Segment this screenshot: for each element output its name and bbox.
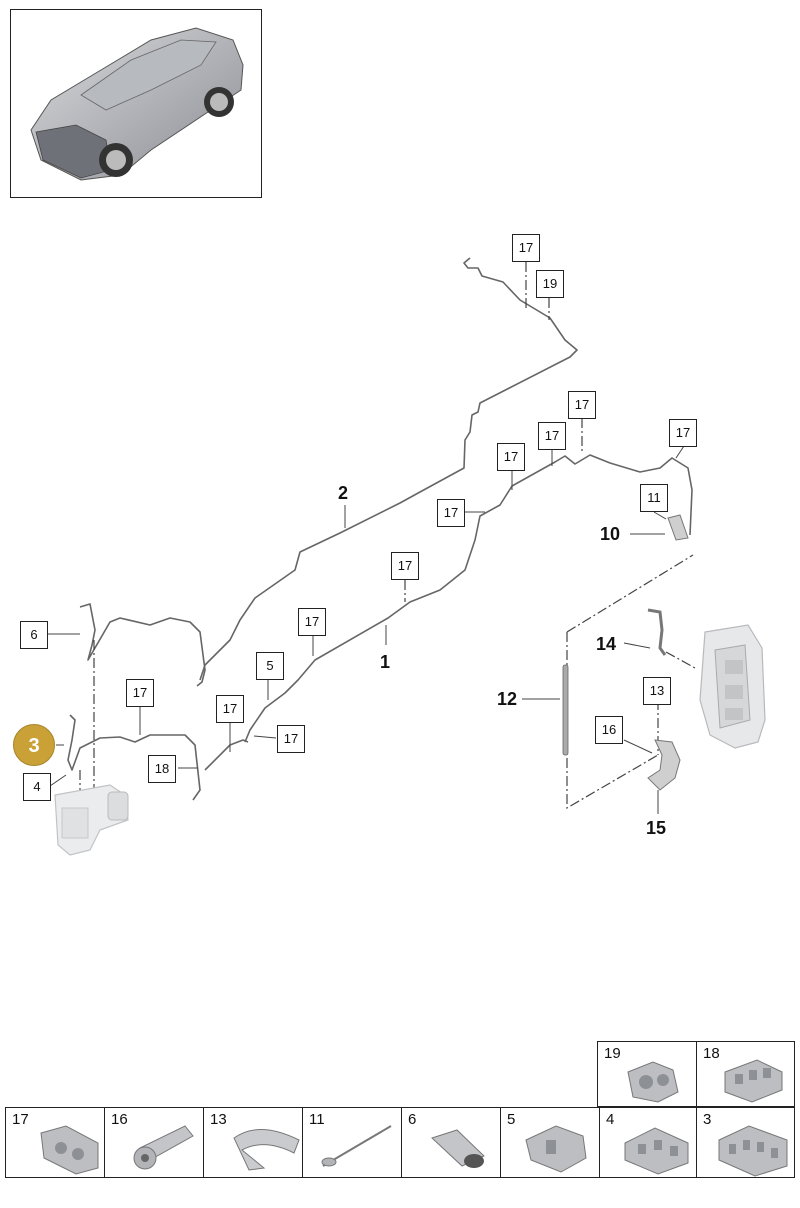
legend-part-19[interactable]: 19: [597, 1041, 697, 1107]
brake-hose-14: [647, 608, 667, 656]
clip-13-icon: [233, 1129, 300, 1171]
bracket-10: [667, 514, 689, 541]
callout-17-l2: 17: [126, 679, 154, 707]
legend-part-18-number: 18: [703, 1045, 720, 1062]
legend-part-3-number: 3: [703, 1111, 712, 1128]
leader-14: [665, 651, 696, 669]
callout-4: 4: [23, 773, 51, 801]
legend-part-11[interactable]: 11: [302, 1107, 402, 1178]
label-15: 15: [646, 818, 667, 838]
callout-17-top: 17: [512, 234, 540, 262]
brake-hose-12: [562, 664, 569, 756]
legend-part-13-number: 13: [210, 1111, 227, 1128]
vehicle-illustration: [30, 27, 244, 181]
rivet-11-icon: [321, 1125, 392, 1167]
callout-17-r2: 17: [538, 422, 566, 450]
legend-part-5-number: 5: [507, 1111, 516, 1128]
leader-17-l4: [253, 735, 277, 739]
callout-6: 6: [20, 621, 48, 649]
label-14: 14: [596, 634, 617, 654]
callout-19-top: 19: [536, 270, 564, 298]
brake-line-1: [244, 454, 693, 743]
brake-line-left-lower: [67, 714, 201, 801]
leader-17-r4: [675, 445, 685, 459]
brake-caliper: [699, 624, 766, 749]
clip-17-icon: [40, 1125, 99, 1175]
label-12: 12: [497, 689, 518, 709]
callout-16: 16: [595, 716, 623, 744]
label-10: 10: [600, 524, 621, 544]
vehicle-thumbnail-frame: [10, 9, 262, 198]
callout-17-mid: 17: [391, 552, 419, 580]
callout-17-l5: 17: [437, 499, 465, 527]
leader-4-h: [49, 774, 67, 787]
callout-17-r4: 17: [669, 419, 697, 447]
callout-18: 18: [148, 755, 176, 783]
legend-part-4[interactable]: 4: [599, 1107, 697, 1178]
callout-5: 5: [256, 652, 284, 680]
leader-11: [653, 511, 667, 520]
brake-line-left-upper: [79, 603, 206, 687]
leader-frame-top: [566, 554, 694, 633]
hydraulic-unit: [54, 784, 129, 856]
leader-14-h: [623, 642, 651, 649]
callout-17-r1: 17: [568, 391, 596, 419]
callout-17-l4: 17: [277, 725, 305, 753]
callout-13: 13: [643, 677, 671, 705]
legend-part-16-number: 16: [111, 1111, 128, 1128]
brake-line-2: [199, 257, 578, 681]
legend-part-6[interactable]: 6: [401, 1107, 501, 1178]
callout-17-l1: 17: [298, 608, 326, 636]
legend-part-17[interactable]: 17: [5, 1107, 105, 1178]
holder-5-icon: [525, 1125, 587, 1173]
clip-18-icon: [724, 1059, 783, 1103]
clip-3-icon: [718, 1125, 788, 1177]
callout-11: 11: [640, 484, 668, 512]
leader-16: [623, 739, 653, 754]
legend-part-18[interactable]: 18: [696, 1041, 795, 1107]
clip-19-icon: [627, 1061, 679, 1103]
legend-part-16[interactable]: 16: [104, 1107, 204, 1178]
sleeve-6-icon: [431, 1129, 485, 1168]
label-1: 1: [380, 652, 391, 672]
callout-17-l3: 17: [216, 695, 244, 723]
bolt-16-icon: [133, 1125, 194, 1170]
legend-part-19-number: 19: [604, 1045, 621, 1062]
highlighted-part-badge[interactable]: 3: [13, 724, 55, 766]
brake-line-bottom-segment: [204, 739, 249, 771]
clip-4-icon: [624, 1127, 689, 1175]
legend-part-13[interactable]: 13: [203, 1107, 303, 1178]
callout-17-r3: 17: [497, 443, 525, 471]
legend-part-17-number: 17: [12, 1111, 29, 1128]
legend-part-6-number: 6: [408, 1111, 417, 1128]
bracket-15: [647, 739, 681, 791]
label-2: 2: [338, 483, 349, 503]
legend-part-11-number: 11: [309, 1111, 325, 1128]
legend-part-4-number: 4: [606, 1111, 615, 1128]
legend-part-5[interactable]: 5: [500, 1107, 600, 1178]
legend-part-3[interactable]: 3: [696, 1107, 795, 1178]
